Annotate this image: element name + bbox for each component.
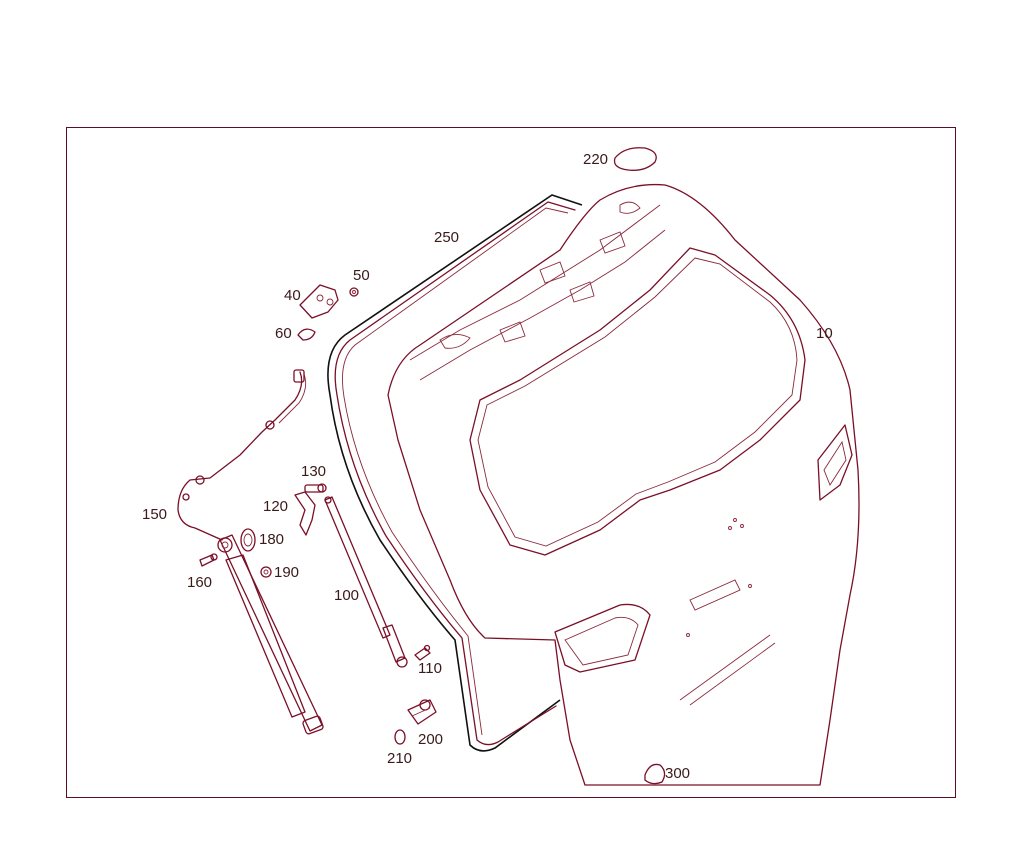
buffer-200 [407,699,437,725]
hinge-40 [299,284,339,319]
callout-10: 10 [816,325,833,342]
callout-190: 190 [274,564,299,581]
gas-strut-100 [324,496,408,668]
bolt-50 [349,287,359,297]
callout-160: 160 [187,574,212,591]
callout-60: 60 [275,325,292,342]
callout-110: 110 [418,660,442,677]
bracket-120 [294,491,316,536]
screw-110 [414,644,431,661]
diagram-frame [66,127,956,798]
callout-130: 130 [301,463,326,480]
bolt-130 [304,483,327,493]
screw-160 [199,553,218,567]
callout-150: 150 [142,506,167,523]
callout-120: 120 [263,498,288,515]
callout-200: 200 [418,731,443,748]
o-ring-210 [394,729,406,745]
callout-210: 210 [387,750,412,767]
callout-100: 100 [334,587,359,604]
nut-190 [260,566,272,578]
cap-300 [644,763,666,785]
callout-50: 50 [353,267,370,284]
cap-60 [297,328,316,341]
wiring-harness-150 [177,369,307,541]
tailgate-body-10 [387,183,860,786]
power-strut [217,534,324,735]
callout-180: 180 [259,531,284,548]
cover-cap-220 [613,147,657,171]
callout-220: 220 [583,151,608,168]
weatherstrip-seal-250 [327,194,583,752]
callout-40: 40 [284,287,301,304]
callout-250: 250 [434,229,459,246]
washer-180 [240,528,256,552]
callout-300: 300 [665,765,690,782]
